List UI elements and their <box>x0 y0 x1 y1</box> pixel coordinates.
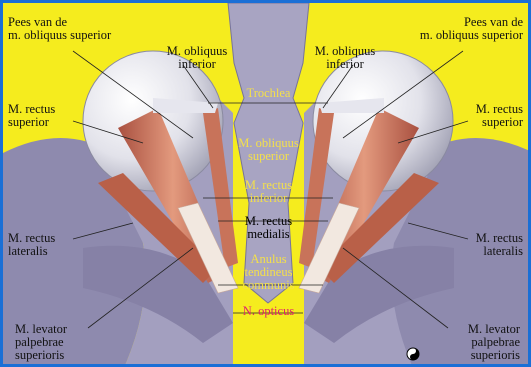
yin-yang-logo-icon <box>407 348 419 360</box>
nervus-opticus-label: N. opticus <box>228 305 309 318</box>
trochlea-label: Trochlea <box>228 87 309 100</box>
